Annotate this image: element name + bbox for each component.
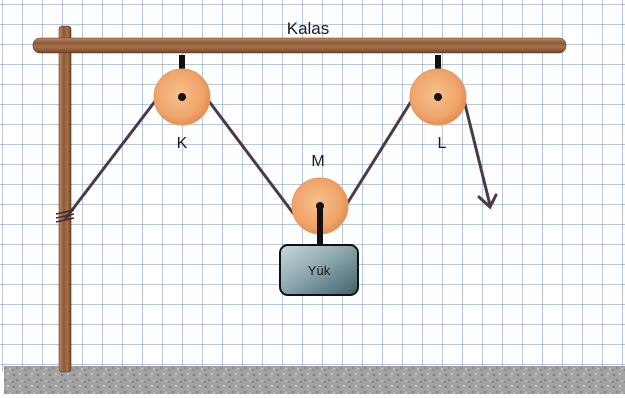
pulley-k — [153, 55, 211, 126]
wooden-beam — [32, 37, 567, 54]
arrow-head-icon — [477, 193, 498, 210]
rope-segment-post-to-k — [64, 98, 158, 220]
pulley-k-label: K — [177, 135, 188, 152]
rope-knot — [55, 209, 75, 223]
rope-segment-m-to-l — [343, 98, 414, 209]
rope-segment-k-to-m — [206, 98, 295, 215]
rope — [64, 98, 498, 220]
rope-segment-l-free-end — [462, 98, 492, 207]
pulley-l — [409, 55, 467, 126]
pulley-m — [291, 177, 349, 246]
pulley-m-label: M — [311, 153, 324, 170]
pulley-l-label: L — [438, 135, 447, 152]
load-box — [279, 244, 359, 296]
load-label: Yük — [308, 263, 331, 278]
beam-label: Kalas — [287, 19, 330, 38]
ground — [4, 366, 625, 394]
wooden-post — [58, 25, 72, 373]
